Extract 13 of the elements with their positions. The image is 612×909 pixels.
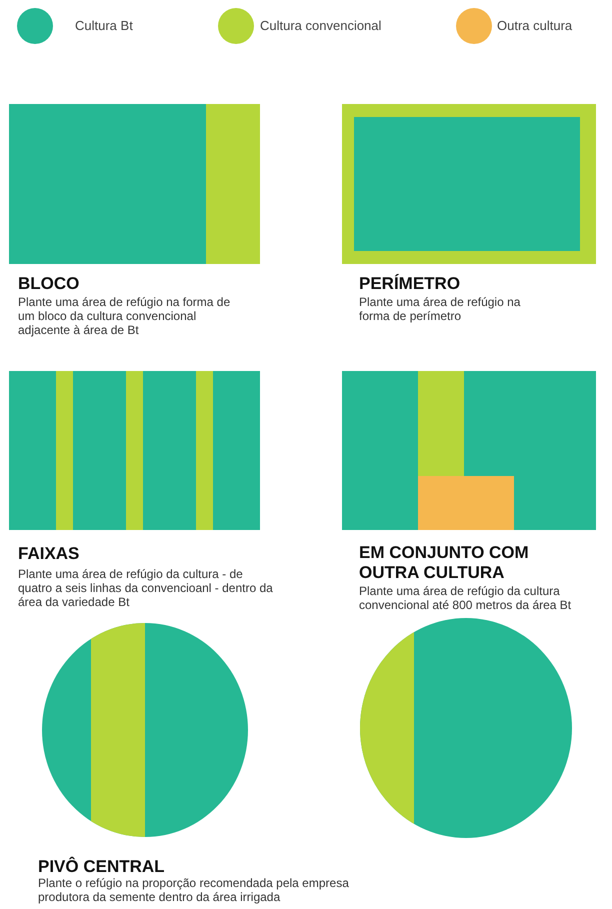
section-heading: PIVÔ CENTRAL	[38, 857, 166, 877]
description-text: Plante uma área de refúgio da cultura convencional até 800 metros da área Bt	[359, 584, 572, 612]
description-text: Plante uma área de refúgio na forma de perímetro	[359, 295, 522, 323]
section-heading: EM CONJUNTO COM OUTRA CULTURA	[359, 543, 530, 583]
section-heading: FAIXAS	[18, 544, 80, 564]
legend-label: Outra cultura	[497, 18, 572, 33]
description-text: Plante o refúgio na proporção recomendada pela empresa produtora da semente dentro da área irrigada	[38, 876, 350, 904]
legend-label: Cultura Bt	[75, 18, 133, 33]
description-text: Plante uma área de refúgio da cultura - de quatro a seis linhas da convencioanl - dentro da área da variedade Bt	[18, 567, 274, 609]
legend-label: Cultura convencional	[260, 18, 382, 33]
section-heading: BLOCO	[18, 274, 80, 294]
description-text: Plante uma área de refúgio na forma de um bloco da cultura convencional adjacente à área de Bt	[18, 295, 232, 337]
section-heading: PERÍMETRO	[359, 274, 462, 294]
